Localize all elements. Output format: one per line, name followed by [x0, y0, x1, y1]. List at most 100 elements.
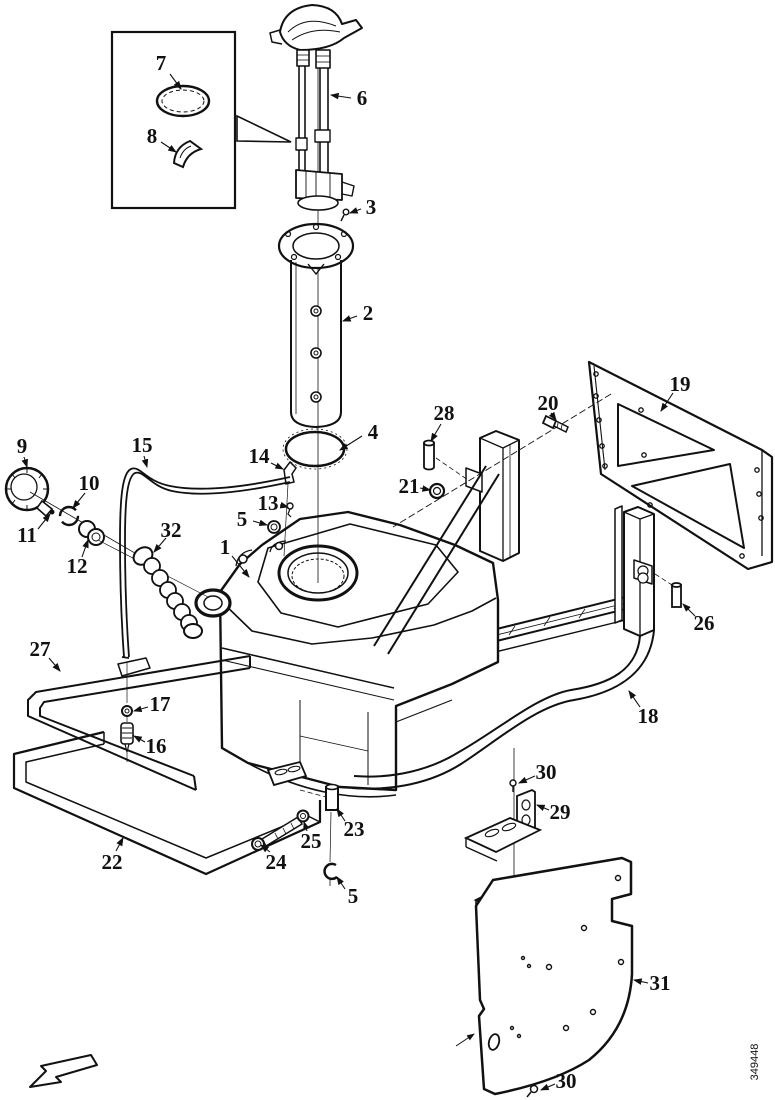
leader-line-30 — [539, 1083, 556, 1091]
part-label-2: 2 — [363, 301, 374, 325]
figure-number: 349448 — [749, 1044, 761, 1081]
part-9-fuel-cap — [4, 466, 54, 518]
part-label-30: 30 — [536, 760, 557, 784]
part-label-19: 19 — [670, 372, 691, 396]
filler-neck — [194, 588, 232, 618]
leader-line-7 — [169, 73, 182, 90]
part-label-25: 25 — [301, 829, 322, 853]
leader-line-13 — [279, 501, 290, 509]
part-3-screw — [340, 208, 350, 222]
part-label-4: 4 — [368, 420, 379, 444]
leader-line-2 — [341, 315, 358, 322]
part-label-11: 11 — [17, 523, 37, 547]
part-label-12: 12 — [67, 554, 88, 578]
leader-line-5 — [252, 519, 269, 527]
part-label-24: 24 — [266, 850, 288, 874]
part-label-6: 6 — [357, 86, 368, 110]
part-label-29: 29 — [550, 800, 571, 824]
leader-line-10 — [72, 492, 86, 509]
part-label-21: 21 — [399, 474, 420, 498]
part-10-ring — [58, 505, 80, 527]
part-25-nut — [296, 809, 310, 823]
leader-line-29 — [535, 804, 550, 812]
part-8-clip — [172, 139, 204, 169]
leader-line-12 — [81, 538, 89, 558]
part-label-27: 27 — [30, 637, 51, 661]
leader-line-30 — [517, 775, 536, 784]
leader-line-3 — [348, 207, 362, 214]
leader-line-15 — [141, 455, 149, 469]
leader-line-20 — [548, 411, 557, 421]
part-label-5: 5 — [348, 884, 359, 908]
leader-line-31 — [632, 978, 649, 985]
part-31-shield-panel — [455, 856, 634, 1098]
part-label-26: 26 — [694, 611, 715, 635]
part-label-1: 1 — [220, 535, 231, 559]
part-16-spring — [120, 717, 134, 762]
part-label-8: 8 — [147, 124, 158, 148]
part-21-nut — [428, 482, 446, 500]
part-label-17: 17 — [150, 692, 171, 716]
leader-line-28 — [430, 423, 442, 442]
part-label-10: 10 — [79, 471, 100, 495]
part-18-frame — [351, 430, 655, 790]
inset-arrow — [236, 114, 292, 143]
leader-line-9 — [21, 456, 28, 469]
part-32-hose-spring — [97, 539, 209, 639]
leader-line-14 — [270, 462, 284, 470]
leader-line-19 — [660, 392, 674, 412]
part-30-screw-lower — [526, 1084, 539, 1098]
part-17-ball — [121, 662, 133, 717]
part-label-32: 32 — [161, 518, 182, 542]
leader-line-5 — [336, 876, 346, 890]
part-6-fuel-sender — [269, 4, 363, 583]
part-28-spacer — [423, 439, 469, 481]
part-30-screw-upper — [509, 779, 517, 792]
direction-arrow-icon — [29, 1054, 98, 1088]
part-15-hose — [119, 467, 291, 659]
part-26-pin — [654, 573, 682, 608]
part-11-pin — [49, 509, 55, 515]
leader-line-6 — [329, 92, 352, 100]
part-label-31: 31 — [650, 971, 671, 995]
part-label-16: 16 — [146, 734, 167, 758]
part-23-spacer — [299, 783, 339, 863]
part-label-22: 22 — [102, 850, 123, 874]
part-label-9: 9 — [17, 434, 28, 458]
part-4-oring — [282, 428, 348, 470]
part-label-15: 15 — [132, 433, 153, 457]
leader-line-4 — [339, 435, 363, 451]
strap-anchor — [266, 760, 308, 787]
part-label-14: 14 — [249, 444, 271, 468]
part-label-23: 23 — [344, 817, 365, 841]
leader-line-8 — [160, 141, 177, 153]
leader-line-18 — [628, 690, 641, 708]
detail-inset-box — [110, 30, 292, 210]
part-19-support-bracket — [587, 360, 774, 571]
leader-line-21 — [419, 485, 432, 492]
leader-line-24 — [260, 844, 271, 853]
leader-line-32 — [153, 537, 167, 553]
leader-line-23 — [336, 808, 346, 822]
leader-line-25 — [303, 820, 310, 832]
leader-line-27 — [48, 657, 61, 672]
part-22-tray — [12, 730, 322, 876]
part-13-screw — [286, 502, 294, 518]
part-label-3: 3 — [366, 195, 377, 219]
part-label-20: 20 — [538, 391, 559, 415]
part-27-guard — [27, 655, 251, 791]
part-label-28: 28 — [434, 401, 455, 425]
part-label-30: 30 — [556, 1069, 577, 1093]
part-label-7: 7 — [156, 51, 167, 75]
part-label-5: 5 — [237, 507, 248, 531]
leader-line-22 — [115, 837, 124, 852]
part-label-13: 13 — [258, 491, 279, 515]
part-1-fuel-tank — [194, 510, 500, 798]
leader-line-11 — [37, 513, 51, 530]
leader-line-26 — [682, 603, 696, 617]
part-5-clip-lower — [323, 862, 338, 886]
part-5-grommet-upper — [267, 520, 281, 534]
